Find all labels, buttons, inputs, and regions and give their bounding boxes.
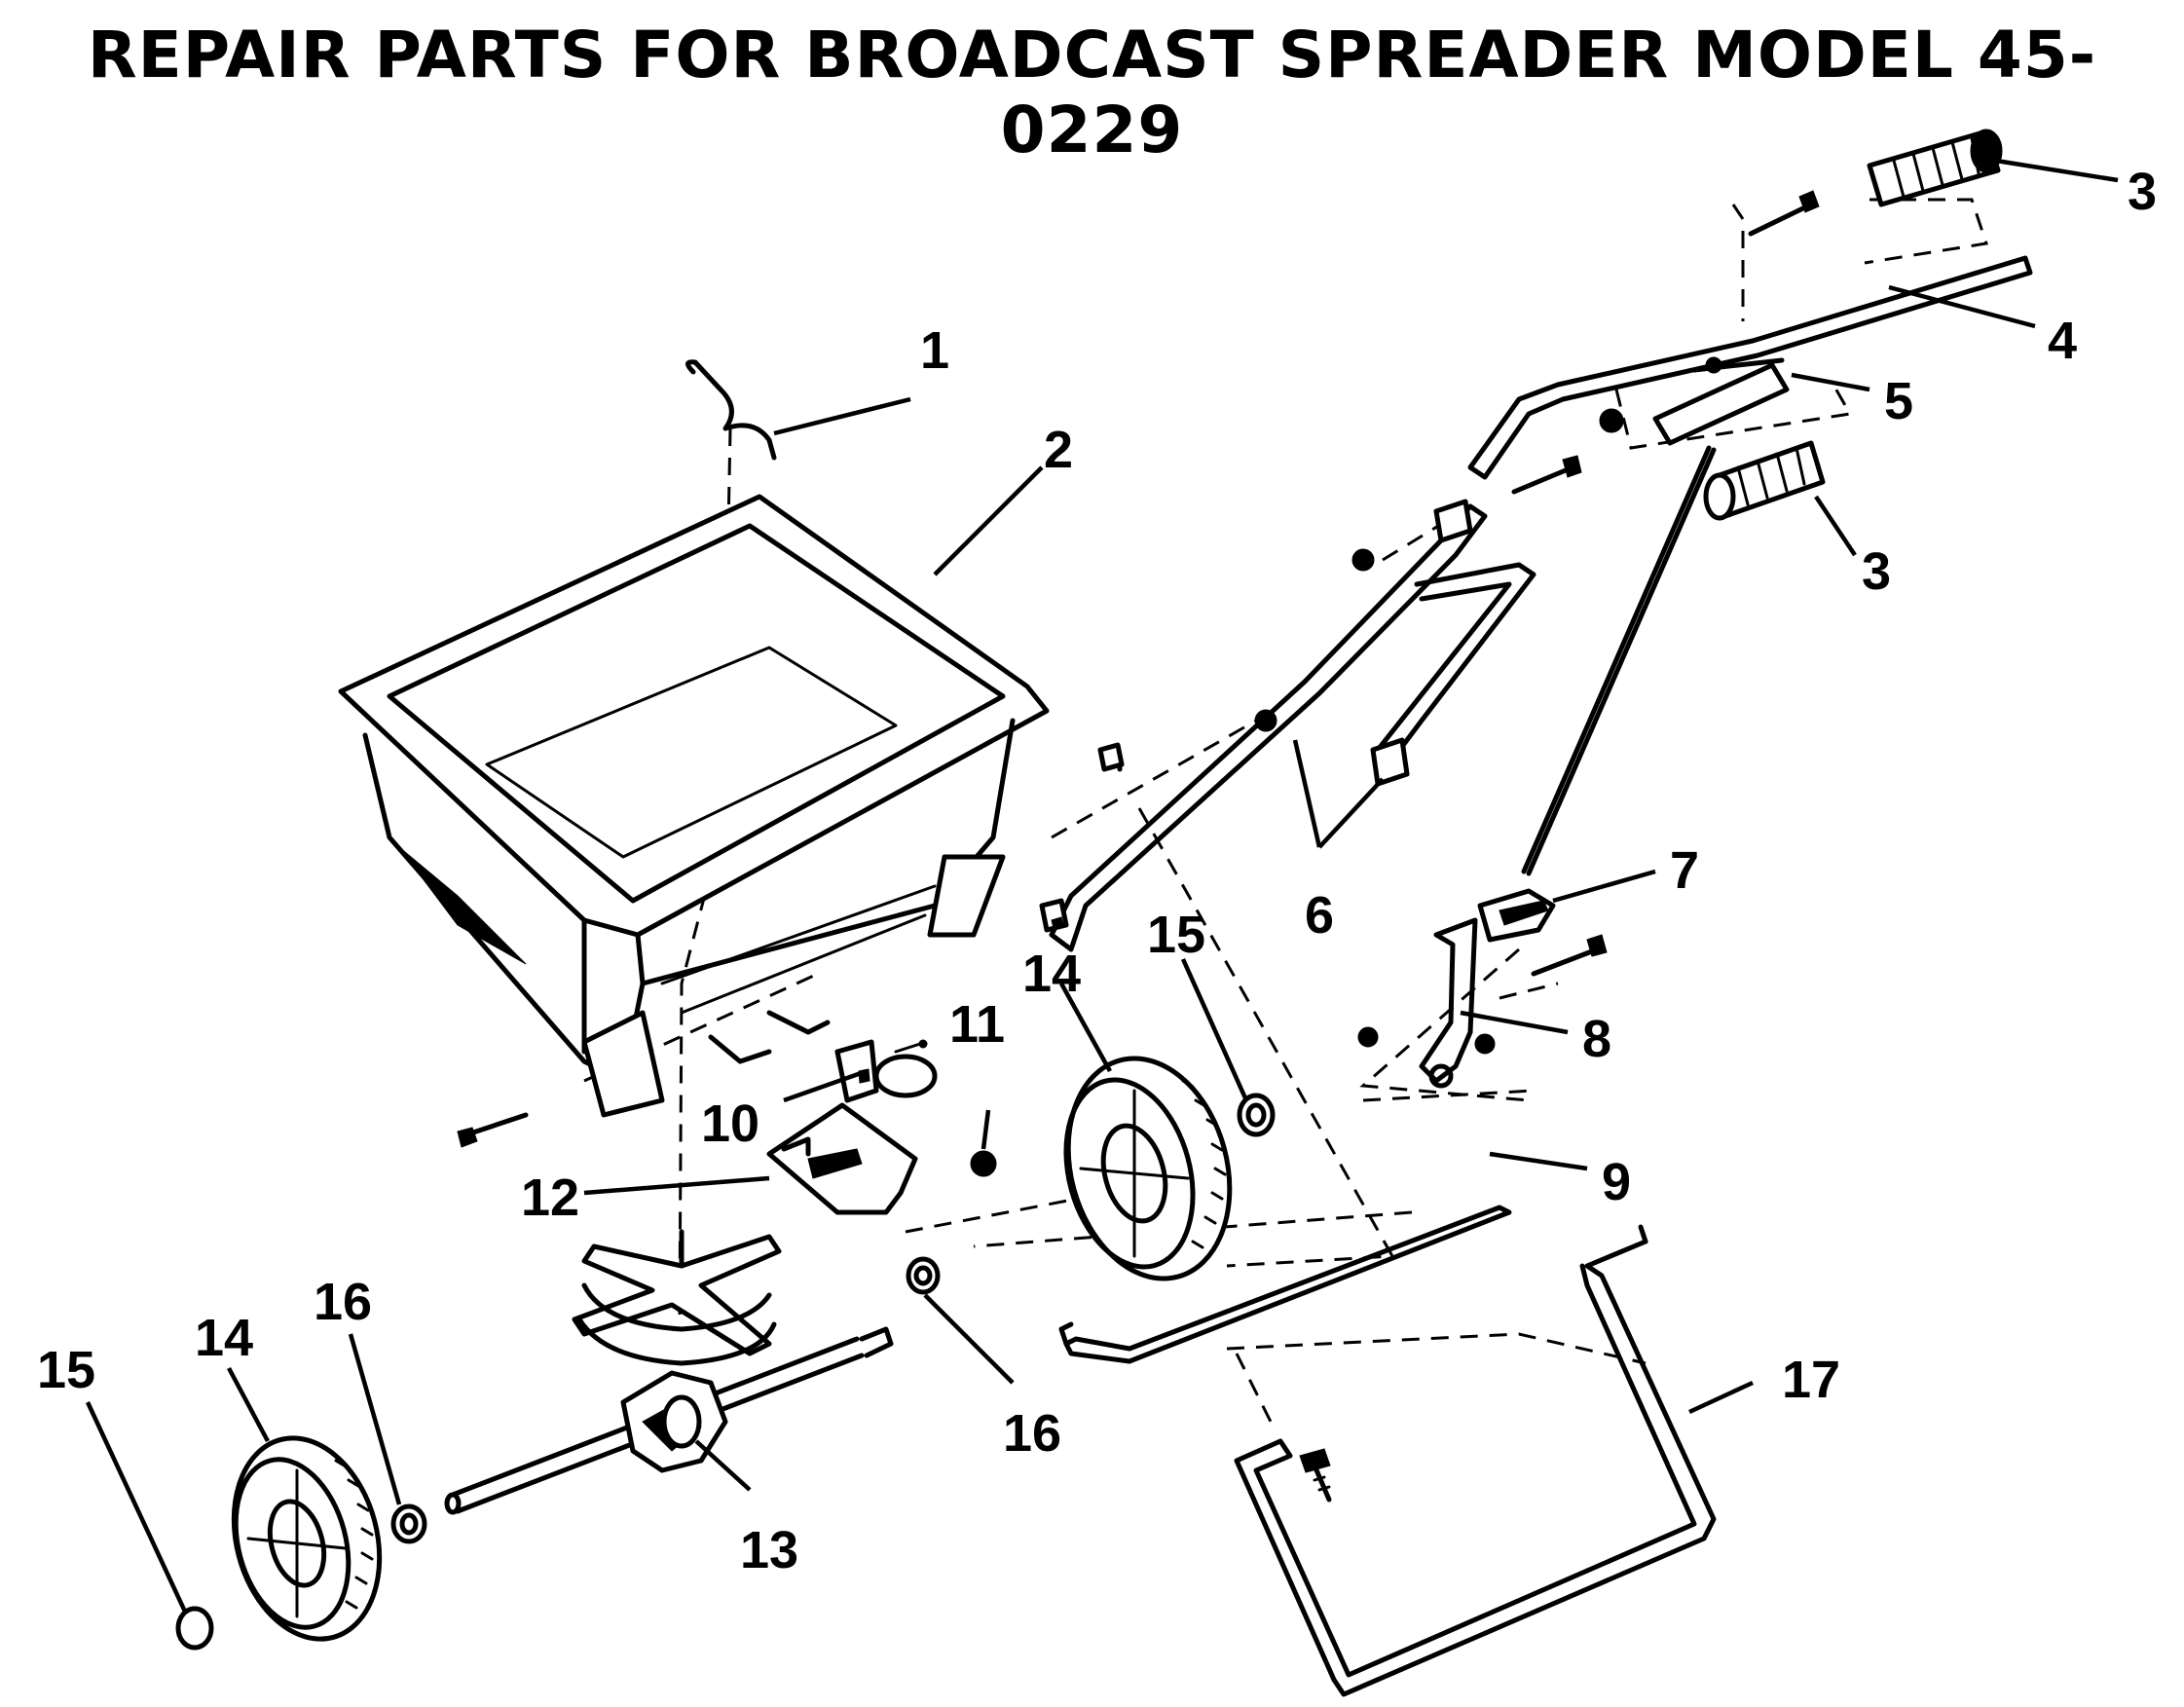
part-label-3-lower: 3 bbox=[1862, 542, 1891, 601]
hopper bbox=[338, 494, 1050, 1118]
part-label-2: 2 bbox=[1044, 421, 1073, 479]
axle-nut-center bbox=[906, 1256, 941, 1295]
gate-bracket bbox=[834, 1039, 938, 1103]
stand-bolt bbox=[1299, 1448, 1332, 1503]
diagram-title: REPAIR PARTS FOR BROADCAST SPREADER MODE… bbox=[87, 18, 2097, 167]
hand-grip-lower bbox=[1703, 440, 1826, 521]
hubcap-left bbox=[175, 1606, 214, 1651]
part-label-16-center: 16 bbox=[1003, 1404, 1061, 1463]
handle-nut-top bbox=[1599, 408, 1624, 433]
wheel-right bbox=[1063, 1056, 1233, 1281]
leader-lines bbox=[85, 158, 2119, 1613]
part-labels: 1 2 3 3 4 5 6 7 8 9 10 11 12 13 14 14 15… bbox=[37, 163, 2157, 1579]
gate-nut bbox=[970, 1150, 997, 1177]
hubcap-right bbox=[1237, 1093, 1276, 1137]
part-label-10: 10 bbox=[701, 1095, 759, 1153]
lower-handle-frame bbox=[1039, 499, 1536, 952]
part-label-6: 6 bbox=[1305, 886, 1334, 945]
control-knob bbox=[1477, 888, 1556, 943]
part-label-17: 17 bbox=[1782, 1351, 1840, 1409]
axle-nut-left bbox=[390, 1503, 427, 1544]
wheel-left bbox=[231, 1435, 383, 1642]
control-lever bbox=[1357, 917, 1608, 1089]
impeller bbox=[572, 1229, 782, 1366]
gate-screw bbox=[894, 1039, 928, 1054]
stand-frame bbox=[1234, 1224, 1717, 1697]
agitator-wire bbox=[685, 359, 777, 461]
part-label-12: 12 bbox=[521, 1169, 579, 1227]
part-label-14-right: 14 bbox=[1022, 945, 1081, 1003]
part-label-4: 4 bbox=[2048, 312, 2077, 370]
upper-handle bbox=[1467, 255, 2033, 480]
part-label-1: 1 bbox=[920, 321, 949, 380]
part-label-15-right: 15 bbox=[1147, 906, 1205, 964]
control-rod-lower bbox=[1058, 1205, 1512, 1364]
part-label-13: 13 bbox=[740, 1521, 798, 1579]
part-label-8: 8 bbox=[1582, 1010, 1611, 1068]
handle-bolt-mid bbox=[1511, 455, 1582, 495]
part-label-14-left: 14 bbox=[195, 1309, 253, 1367]
part-label-7: 7 bbox=[1670, 841, 1699, 900]
handle-nut-side bbox=[1254, 548, 1375, 732]
hopper-bolt bbox=[457, 1112, 529, 1148]
part-label-11: 11 bbox=[949, 995, 1005, 1054]
control-rod bbox=[1521, 445, 1717, 876]
part-label-16-left: 16 bbox=[314, 1273, 372, 1331]
hand-grip-top bbox=[1867, 129, 2003, 207]
shutoff-plate bbox=[766, 1102, 918, 1215]
part-label-3-top: 3 bbox=[2128, 163, 2157, 221]
part-label-5: 5 bbox=[1884, 372, 1913, 430]
part-label-15-left: 15 bbox=[37, 1341, 95, 1399]
part-label-9: 9 bbox=[1602, 1153, 1631, 1211]
handle-bolt-top bbox=[1748, 190, 1820, 237]
